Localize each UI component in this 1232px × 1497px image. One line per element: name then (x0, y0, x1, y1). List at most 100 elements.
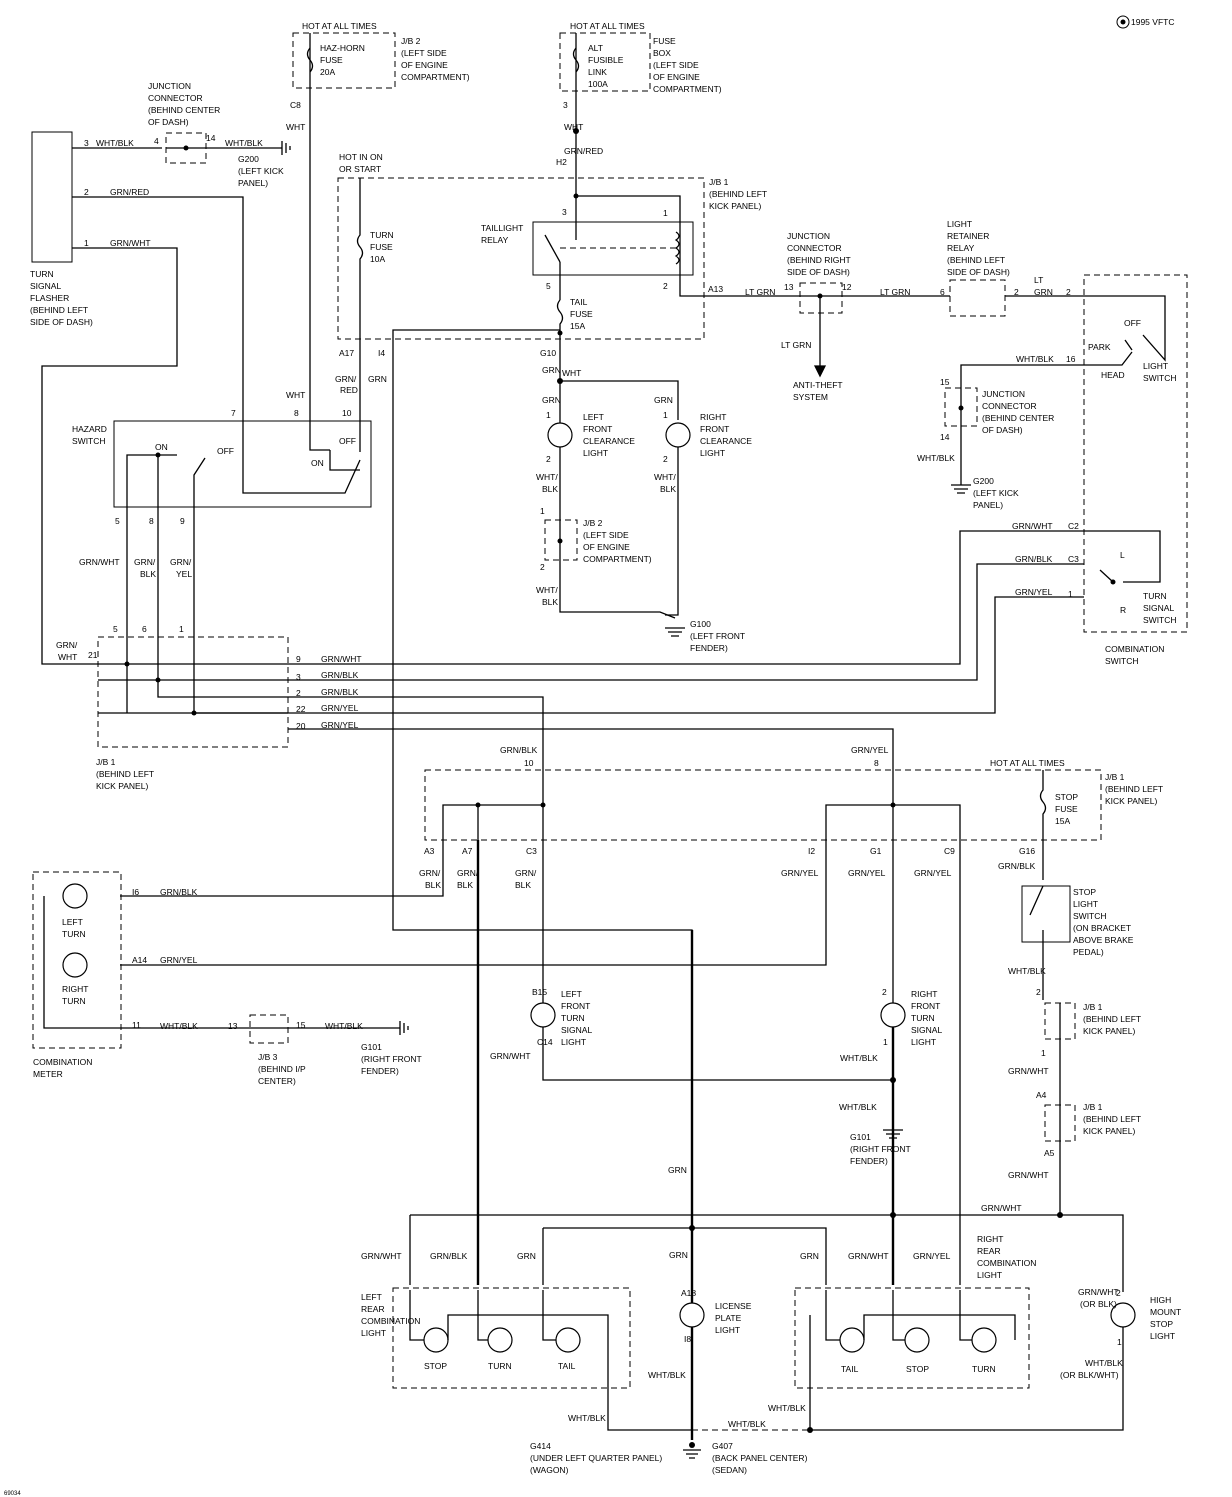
wire-color-c45: GRN/YEL (851, 745, 889, 755)
wire-color-c67: GRN/WHT (981, 1203, 1022, 1213)
rf-clear-label: CLEARANCE (700, 436, 752, 446)
pin-66: 2 (1036, 987, 1041, 997)
light-retainer-label: RETAINER (947, 231, 989, 241)
wire-color-c66: GRN (668, 1165, 687, 1175)
pin-28: 2 (546, 454, 551, 464)
high-mount-label: LIGHT (1150, 1331, 1175, 1341)
hz-on1-label: ON (155, 442, 168, 452)
rf-turn-label: LIGHT (911, 1037, 936, 1047)
wire-color-c25: LT (1034, 275, 1043, 285)
pin-42: 21 (88, 650, 98, 660)
g101-b-label: (RIGHT FRONT (850, 1144, 911, 1154)
wire-color-c20: WHT/ (536, 585, 558, 595)
high-mount-label: MOUNT (1150, 1307, 1181, 1317)
wire-color-c37: GRN/ (56, 640, 78, 650)
wire-color-c18: WHT/ (654, 472, 676, 482)
hot-fusebox-label: HOT AT ALL TIMES (570, 21, 645, 31)
g100-label: FENDER) (690, 643, 728, 653)
alt-link-label: LINK (588, 67, 607, 77)
pin-10: 5 (546, 281, 551, 291)
pin-46: 22 (296, 704, 306, 714)
g407-label: G407 (712, 1441, 733, 1451)
light-retainer-relay (949, 279, 1006, 317)
pin-19: I4 (378, 348, 385, 358)
wire-color-c33: GRN/ (134, 557, 156, 567)
jb1-top-box (337, 177, 705, 340)
jb1-a18-label: (BEHIND LEFT (1083, 1114, 1141, 1124)
jc-right-label: JUNCTION (787, 231, 830, 241)
off-label: OFF (1124, 318, 1141, 328)
light-retainer-label: (BEHIND LEFT (947, 255, 1005, 265)
rf-clear-label: RIGHT (700, 412, 726, 422)
fuse-box-label: FUSE (653, 36, 676, 46)
wire-color-c14: GRN (542, 395, 561, 405)
wire-color-c21: BLK (542, 597, 558, 607)
wire-color-c43: GRN/YEL (321, 720, 359, 730)
left-rear-label: LIGHT (361, 1328, 386, 1338)
hot-jb2-label: HOT AT ALL TIMES (302, 21, 377, 31)
rf-turn-label: SIGNAL (911, 1025, 942, 1035)
pin-23: 14 (940, 432, 950, 442)
wire-color-c47: BLK (425, 880, 441, 890)
pin-68: A4 (1036, 1090, 1047, 1100)
lf-clear-label: LIGHT (583, 448, 608, 458)
pin-71: I8 (684, 1334, 691, 1344)
wire-color-c12: GRN (368, 374, 387, 384)
pin-21: 16 (1066, 354, 1076, 364)
pin-6: 3 (563, 100, 568, 110)
wire-color-c78: WHT/BLK (648, 1370, 686, 1380)
left-turn-indicator-bulb (62, 883, 88, 909)
pin-2: 14 (206, 133, 216, 143)
wire-color-c65: GRN/WHT (1008, 1170, 1049, 1180)
right-front-turn-bulb (880, 1002, 906, 1028)
wire-color-c77: WHT/BLK (1085, 1358, 1123, 1368)
jb1-mid-label: KICK PANEL) (1105, 796, 1157, 806)
wire-color-c10: GRN/ (335, 374, 357, 384)
pin-51: A7 (462, 846, 473, 856)
wire-color-c68: GRN/WHT (361, 1251, 402, 1261)
alt-link-label: ALT (588, 43, 603, 53)
ground-symbol (281, 141, 291, 155)
pin-58: A14 (132, 955, 147, 965)
pin-40: 6 (142, 624, 147, 634)
pin-72: 2 (1116, 1288, 1121, 1298)
haz-horn-fuse-label: HAZ-HORN (320, 43, 365, 53)
g200-right-label: PANEL) (973, 500, 1003, 510)
jb3-box (249, 1014, 289, 1044)
hz-off2-label: OFF (339, 436, 356, 446)
left-front-turn-bulb (530, 1002, 556, 1028)
wire-color-c73: GRN/WHT (848, 1251, 889, 1261)
license-label: LICENSE (715, 1301, 752, 1311)
wire-color-c15: GRN (654, 395, 673, 405)
pin-44: 3 (296, 672, 301, 682)
wire-color-c60: GRN/WHT (490, 1051, 531, 1061)
pin-53: I2 (808, 846, 815, 856)
turn-signal-switch-label: TURN (1143, 591, 1167, 601)
license-plate-bulb (679, 1302, 705, 1328)
wire-color-c62: WHT/BLK (1008, 966, 1046, 976)
hazard-switch-label: HAZARD (72, 424, 107, 434)
stop-light-switch-label: STOP (1073, 887, 1096, 897)
pin-50: A3 (424, 846, 435, 856)
pin-9: 1 (663, 208, 668, 218)
lf-turn-label: TURN (561, 1013, 585, 1023)
g414-label: (WAGON) (530, 1465, 569, 1475)
g101-a-label: FENDER) (361, 1066, 399, 1076)
left-turn-ind-label: TURN (62, 929, 86, 939)
wire-color-c81: WHT/BLK (728, 1419, 766, 1429)
pin-67: 1 (1041, 1048, 1046, 1058)
pin-54: G1 (870, 846, 882, 856)
anti-theft-label: ANTI-THEFT (793, 380, 843, 390)
wire-color-c70: GRN (517, 1251, 536, 1261)
pin-13: 13 (784, 282, 794, 292)
turn-fuse-label: FUSE (370, 242, 393, 252)
lf-clear-label: FRONT (583, 424, 612, 434)
jb3-label: CENTER) (258, 1076, 296, 1086)
pin-39: 5 (113, 624, 118, 634)
flasher-label: (BEHIND LEFT (30, 305, 88, 315)
wire-color-c30: GRN/BLK (1015, 554, 1053, 564)
haz-horn-fuse-symbol (306, 47, 314, 73)
wire-color-c1: WHT/BLK (96, 138, 134, 148)
wire-color-c72: GRN (800, 1251, 819, 1261)
wire-color-c82: (OR BLK/WHT) (1060, 1370, 1119, 1380)
